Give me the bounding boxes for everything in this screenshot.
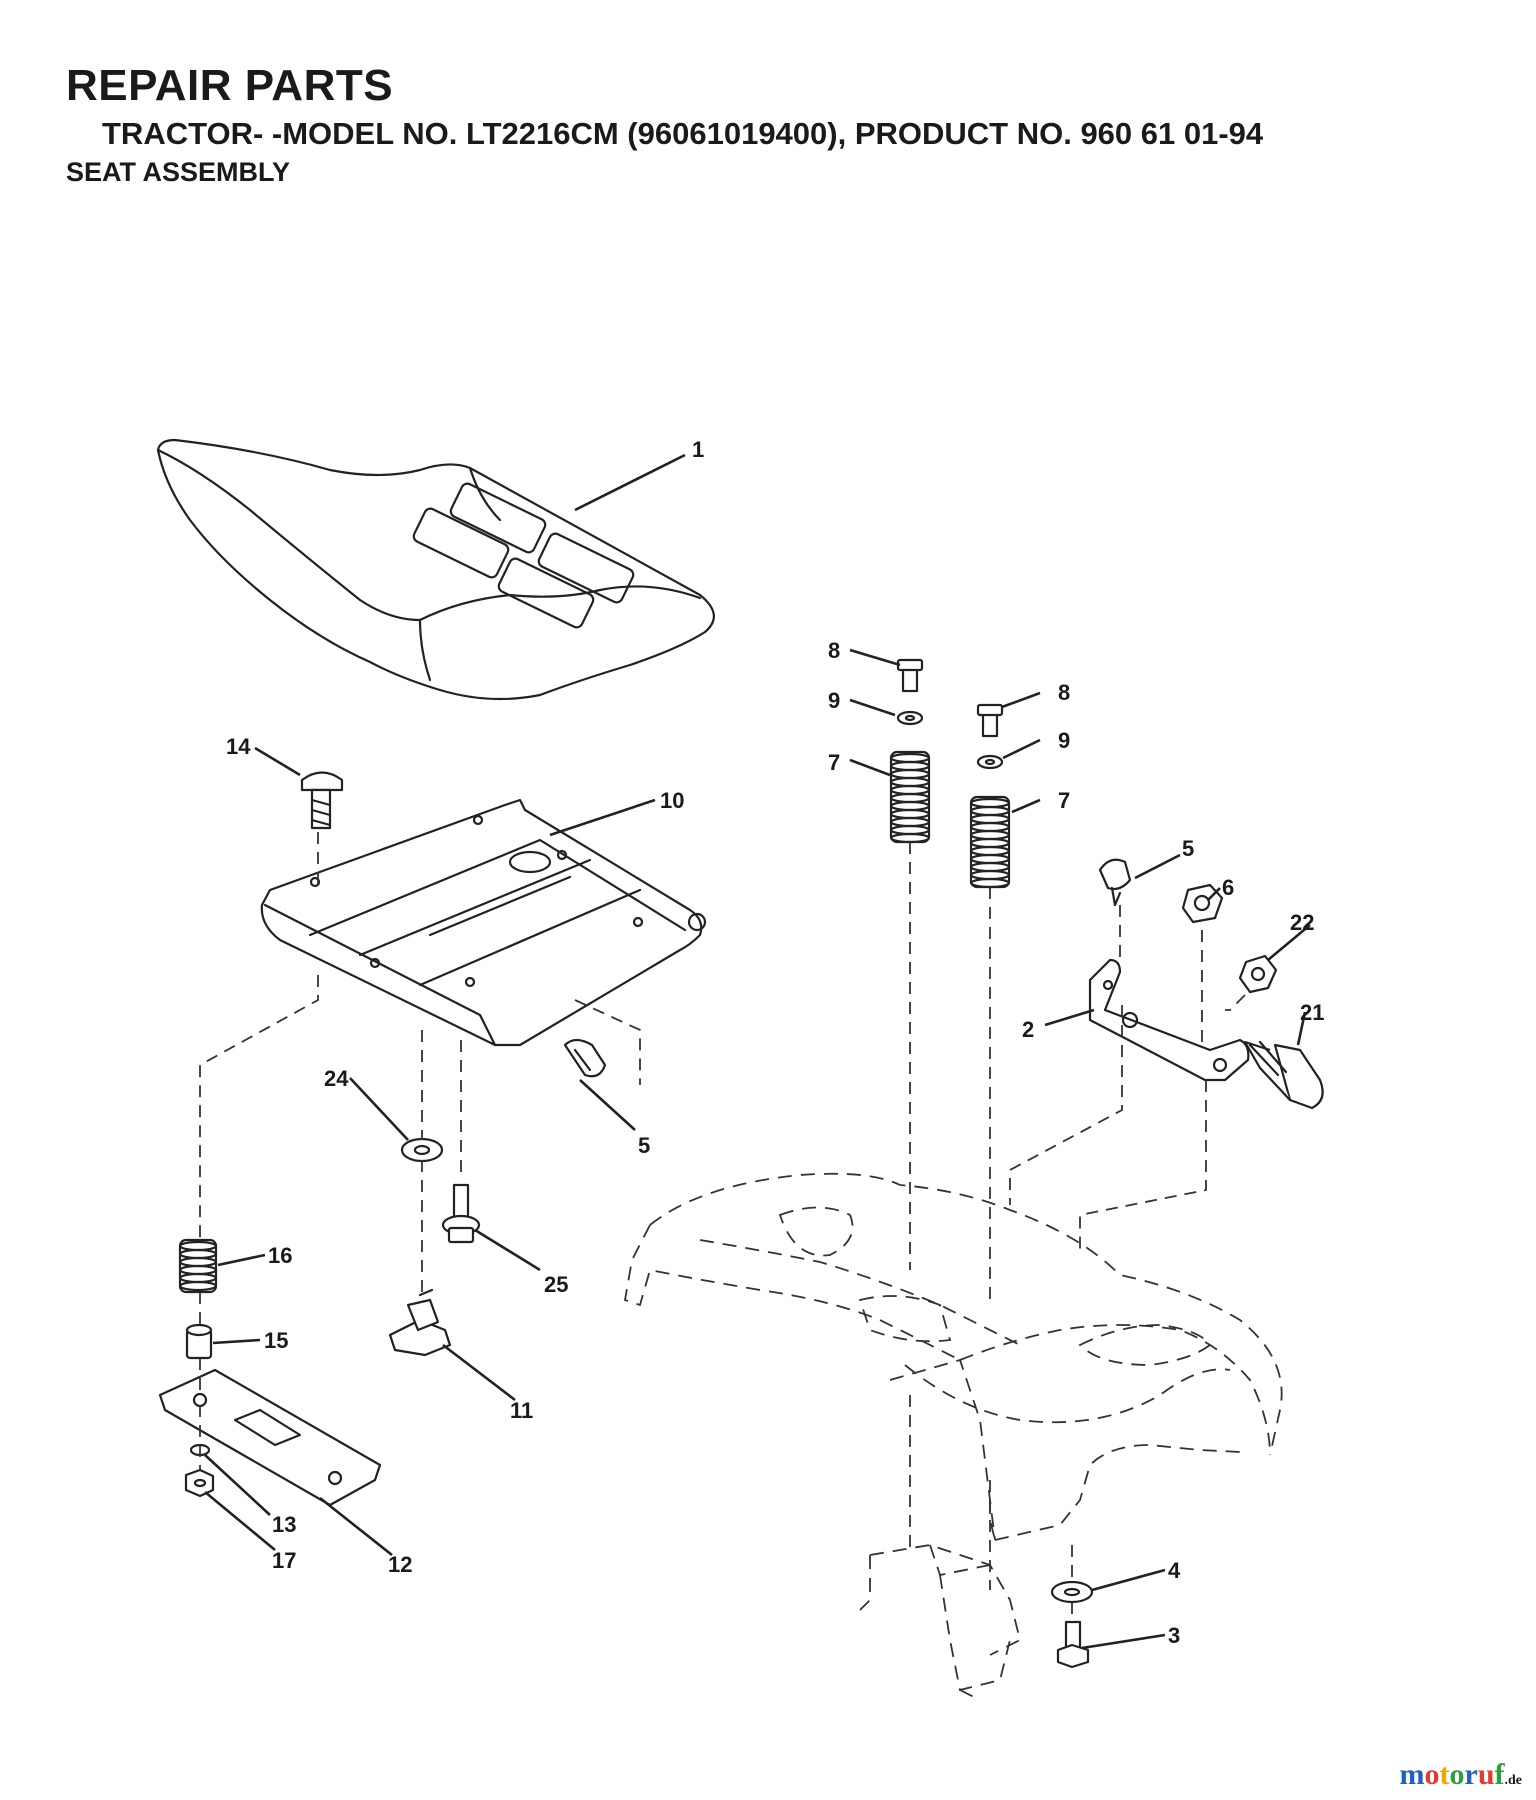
callout-1: 1: [692, 437, 704, 462]
washer-part-24: [400, 1137, 444, 1163]
washer-part-4: [1050, 1580, 1094, 1604]
callout-7-left: 7: [828, 750, 840, 775]
callout-7-right: 7: [1058, 788, 1070, 813]
callout-17: 17: [272, 1548, 296, 1573]
callout-22: 22: [1290, 910, 1314, 935]
page-title: REPAIR PARTS: [66, 61, 394, 110]
callout-labels: 1 2 3 4 5 5 6 7 7 8 8 9 9 10 11 12 13 14…: [226, 437, 1324, 1648]
locknut-part: [1238, 954, 1278, 994]
carriage-bolt-part: [300, 771, 344, 830]
callout-6: 6: [1222, 875, 1234, 900]
spring-coils-left: [889, 750, 931, 844]
tractor-frame-outline: [623, 1172, 1283, 1701]
bolt-part-3: [1056, 1620, 1090, 1669]
callout-14: 14: [226, 734, 251, 759]
flange-nut-part: [184, 1468, 215, 1498]
callout-8-right: 8: [1058, 680, 1070, 705]
watermark-logo: motoruf.de: [1399, 1758, 1523, 1791]
callout-24: 24: [324, 1066, 349, 1091]
callout-2: 2: [1022, 1017, 1034, 1042]
callout-8-left: 8: [828, 638, 840, 663]
clip-part-left: [563, 1038, 607, 1078]
callout-12: 12: [388, 1552, 412, 1577]
callout-3: 3: [1168, 1623, 1180, 1648]
callout-9-left: 9: [828, 688, 840, 713]
bracket-part: [1088, 958, 1250, 1082]
seat-part: [156, 438, 715, 701]
flange-bolt-part: [441, 1183, 481, 1244]
callout-10: 10: [660, 788, 684, 813]
page-header: REPAIR PARTS TRACTOR- -MODEL NO. LT2216C…: [66, 62, 1263, 190]
callout-5-left: 5: [638, 1133, 650, 1158]
callout-13: 13: [272, 1512, 296, 1537]
callout-25: 25: [544, 1272, 568, 1297]
leader-lines: [204, 453, 1311, 1650]
seat-pan-part: [260, 798, 707, 1047]
callout-21: 21: [1300, 1000, 1324, 1025]
spring-assembly-right: [969, 703, 1011, 889]
spring-assembly-left: [889, 658, 931, 844]
clip-part-right: [1098, 858, 1132, 907]
callout-9-right: 9: [1058, 728, 1070, 753]
shoulder-bolt-part: [1243, 1040, 1324, 1110]
section-title: SEAT ASSEMBLY: [66, 157, 291, 187]
model-subtitle: TRACTOR- -MODEL NO. LT2216CM (9606101940…: [102, 116, 1264, 151]
watermark-domain: .de: [1504, 1773, 1523, 1788]
callout-4: 4: [1168, 1558, 1181, 1583]
assembly-lines: [199, 832, 1246, 1622]
callout-15: 15: [264, 1328, 288, 1353]
knob-part: [388, 1288, 452, 1357]
spring-coil: [178, 1280, 218, 1292]
spring-part-16: [178, 1238, 218, 1294]
callout-5-right: 5: [1182, 836, 1194, 861]
slide-plate-part: [158, 1368, 382, 1507]
callout-11: 11: [510, 1398, 533, 1423]
callout-16: 16: [268, 1243, 292, 1268]
spacer-part: [185, 1323, 213, 1360]
